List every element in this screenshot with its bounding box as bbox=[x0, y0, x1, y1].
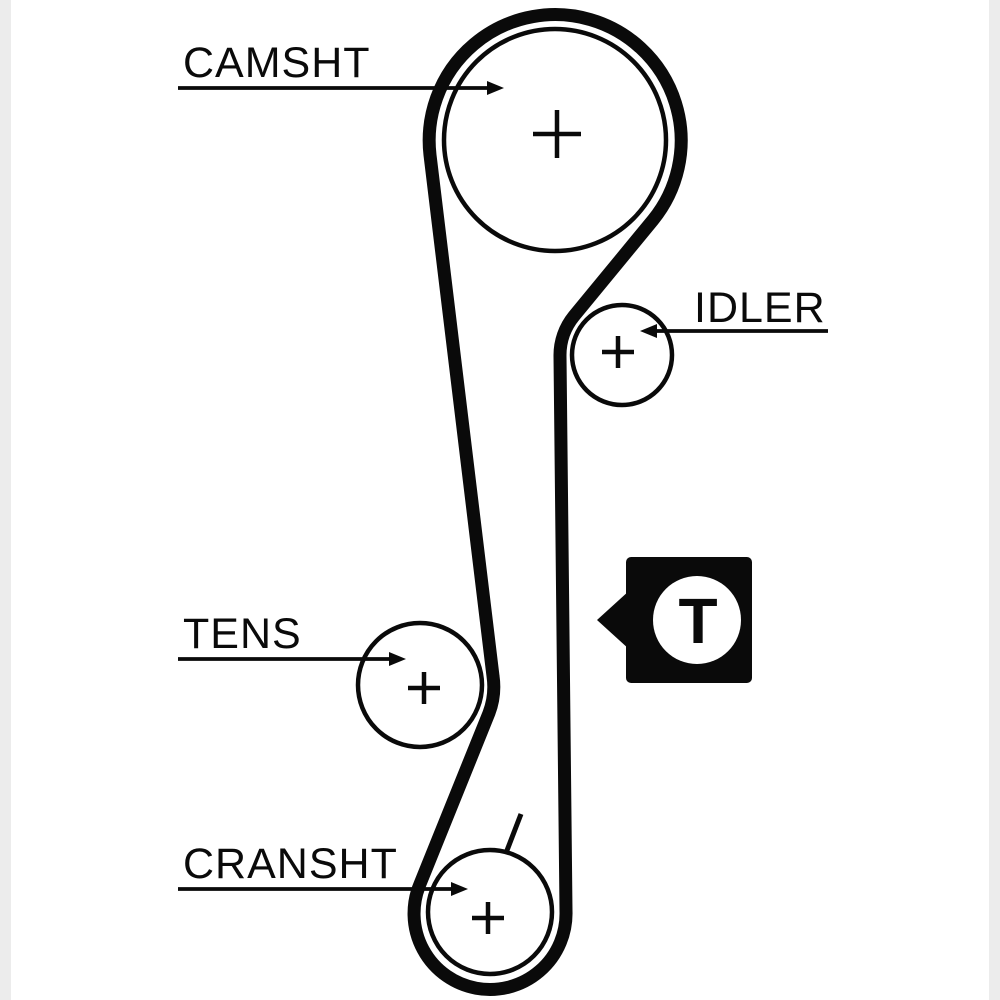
tensioner-label: TENS bbox=[183, 610, 302, 658]
plus-mark-camshaft bbox=[533, 110, 581, 158]
crankshaft-timing-mark bbox=[503, 813, 524, 854]
label-group-crankshaft: CRANSHT bbox=[178, 840, 468, 896]
camshaft-label: CAMSHT bbox=[183, 39, 371, 87]
idler-label: IDLER bbox=[694, 284, 826, 332]
camshaft-leader-arrowhead bbox=[487, 81, 504, 95]
idler-leader-arrowhead bbox=[640, 324, 657, 338]
tension-badge-letter: T bbox=[678, 585, 717, 657]
right-edge-strip bbox=[989, 0, 1000, 1000]
tension-badge: T bbox=[597, 557, 752, 683]
crankshaft-leader-arrowhead bbox=[451, 882, 468, 896]
plus-mark-crankshaft bbox=[472, 902, 504, 934]
crankshaft-label: CRANSHT bbox=[183, 840, 398, 888]
label-group-tensioner: TENS bbox=[178, 610, 406, 666]
plus-mark-tensioner bbox=[408, 672, 440, 704]
timing-belt-path bbox=[407, 8, 688, 996]
tension-badge-circle bbox=[653, 576, 741, 664]
label-group-idler: IDLER bbox=[640, 284, 828, 338]
label-group-camshaft: CAMSHT bbox=[178, 39, 504, 95]
tension-badge-pointer-icon bbox=[597, 590, 630, 650]
tensioner-pulley bbox=[355, 620, 485, 750]
tensioner-leader-arrowhead bbox=[389, 652, 406, 666]
left-edge-strip bbox=[0, 0, 11, 1000]
idler-pulley bbox=[569, 302, 675, 408]
plus-mark-idler bbox=[602, 336, 634, 368]
